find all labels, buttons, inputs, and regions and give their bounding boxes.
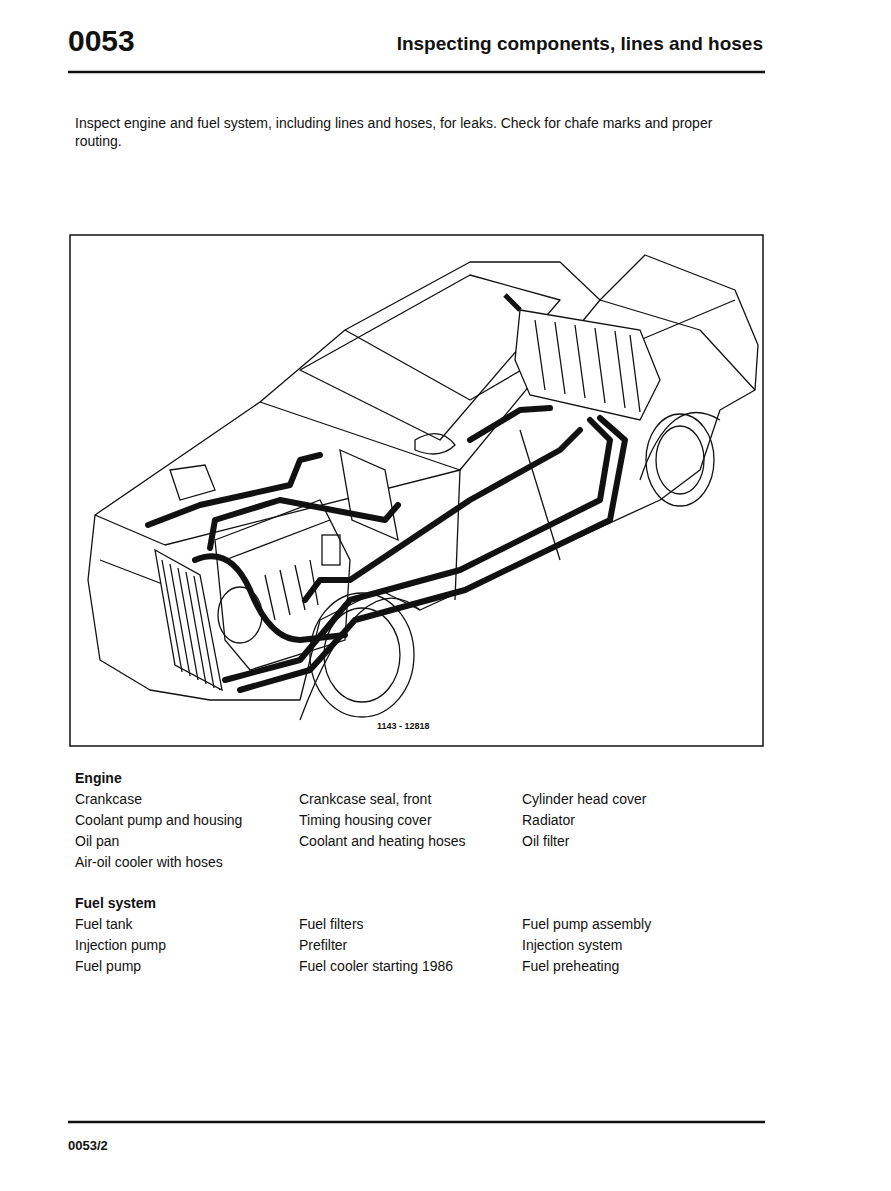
- fuel-tank: [505, 295, 660, 420]
- fuel-and-coolant-lines: [148, 408, 625, 690]
- component-item: Timing housing cover: [299, 812, 432, 830]
- component-item: Radiator: [522, 812, 575, 830]
- page-number: 0053/2: [68, 1138, 108, 1154]
- component-item: Injection pump: [75, 937, 166, 955]
- component-item: Fuel preheating: [522, 958, 619, 976]
- component-item: Crankcase: [75, 791, 142, 809]
- component-item: Oil filter: [522, 833, 569, 851]
- footer-rule: [68, 1121, 765, 1124]
- section-number: 0053: [68, 22, 135, 60]
- component-item: Coolant pump and housing: [75, 812, 242, 830]
- component-item: Oil pan: [75, 833, 119, 851]
- component-item: Air-oil cooler with hoses: [75, 854, 223, 872]
- page-title: Inspecting components, lines and hoses: [300, 32, 763, 56]
- component-item: Injection system: [522, 937, 622, 955]
- group-heading: Engine: [75, 770, 122, 788]
- component-item: Cylinder head cover: [522, 791, 647, 809]
- intro-text: Inspect engine and fuel system, includin…: [75, 115, 740, 150]
- component-item: Fuel filters: [299, 916, 364, 934]
- header-rule: [68, 71, 765, 74]
- group-heading: Fuel system: [75, 895, 156, 913]
- figure-code: 1143 - 12818: [375, 721, 432, 732]
- figure-frame: [70, 235, 763, 746]
- component-item: Fuel pump: [75, 958, 141, 976]
- component-item: Fuel cooler starting 1986: [299, 958, 453, 976]
- component-item: Prefilter: [299, 937, 347, 955]
- component-item: Crankcase seal, front: [299, 791, 431, 809]
- component-item: Coolant and heating hoses: [299, 833, 466, 851]
- component-item: Fuel tank: [75, 916, 133, 934]
- component-item: Fuel pump assembly: [522, 916, 651, 934]
- car-outline: [88, 255, 758, 720]
